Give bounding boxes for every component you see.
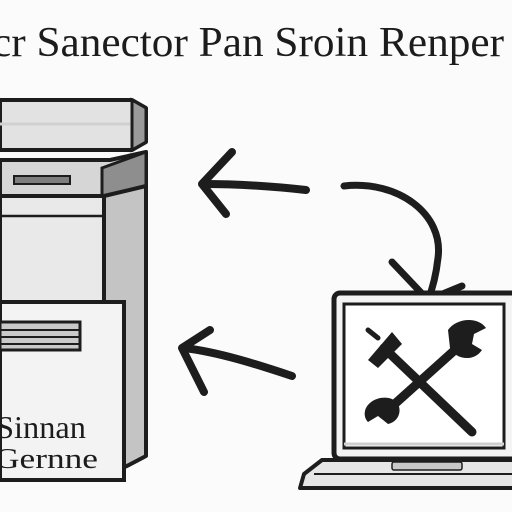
arrow-left-icon [198,148,310,218]
device-label-top: Sinnan [0,409,86,445]
device-label-bottom: Gernne [0,444,98,475]
wrench-screwdriver-icon [364,319,486,437]
printer-server-icon [0,97,148,482]
arrow-left-icon [178,326,296,396]
page-title: cr Sanector Pan Sroin Renper [0,20,504,66]
arrow-curved-down-icon [340,181,466,304]
